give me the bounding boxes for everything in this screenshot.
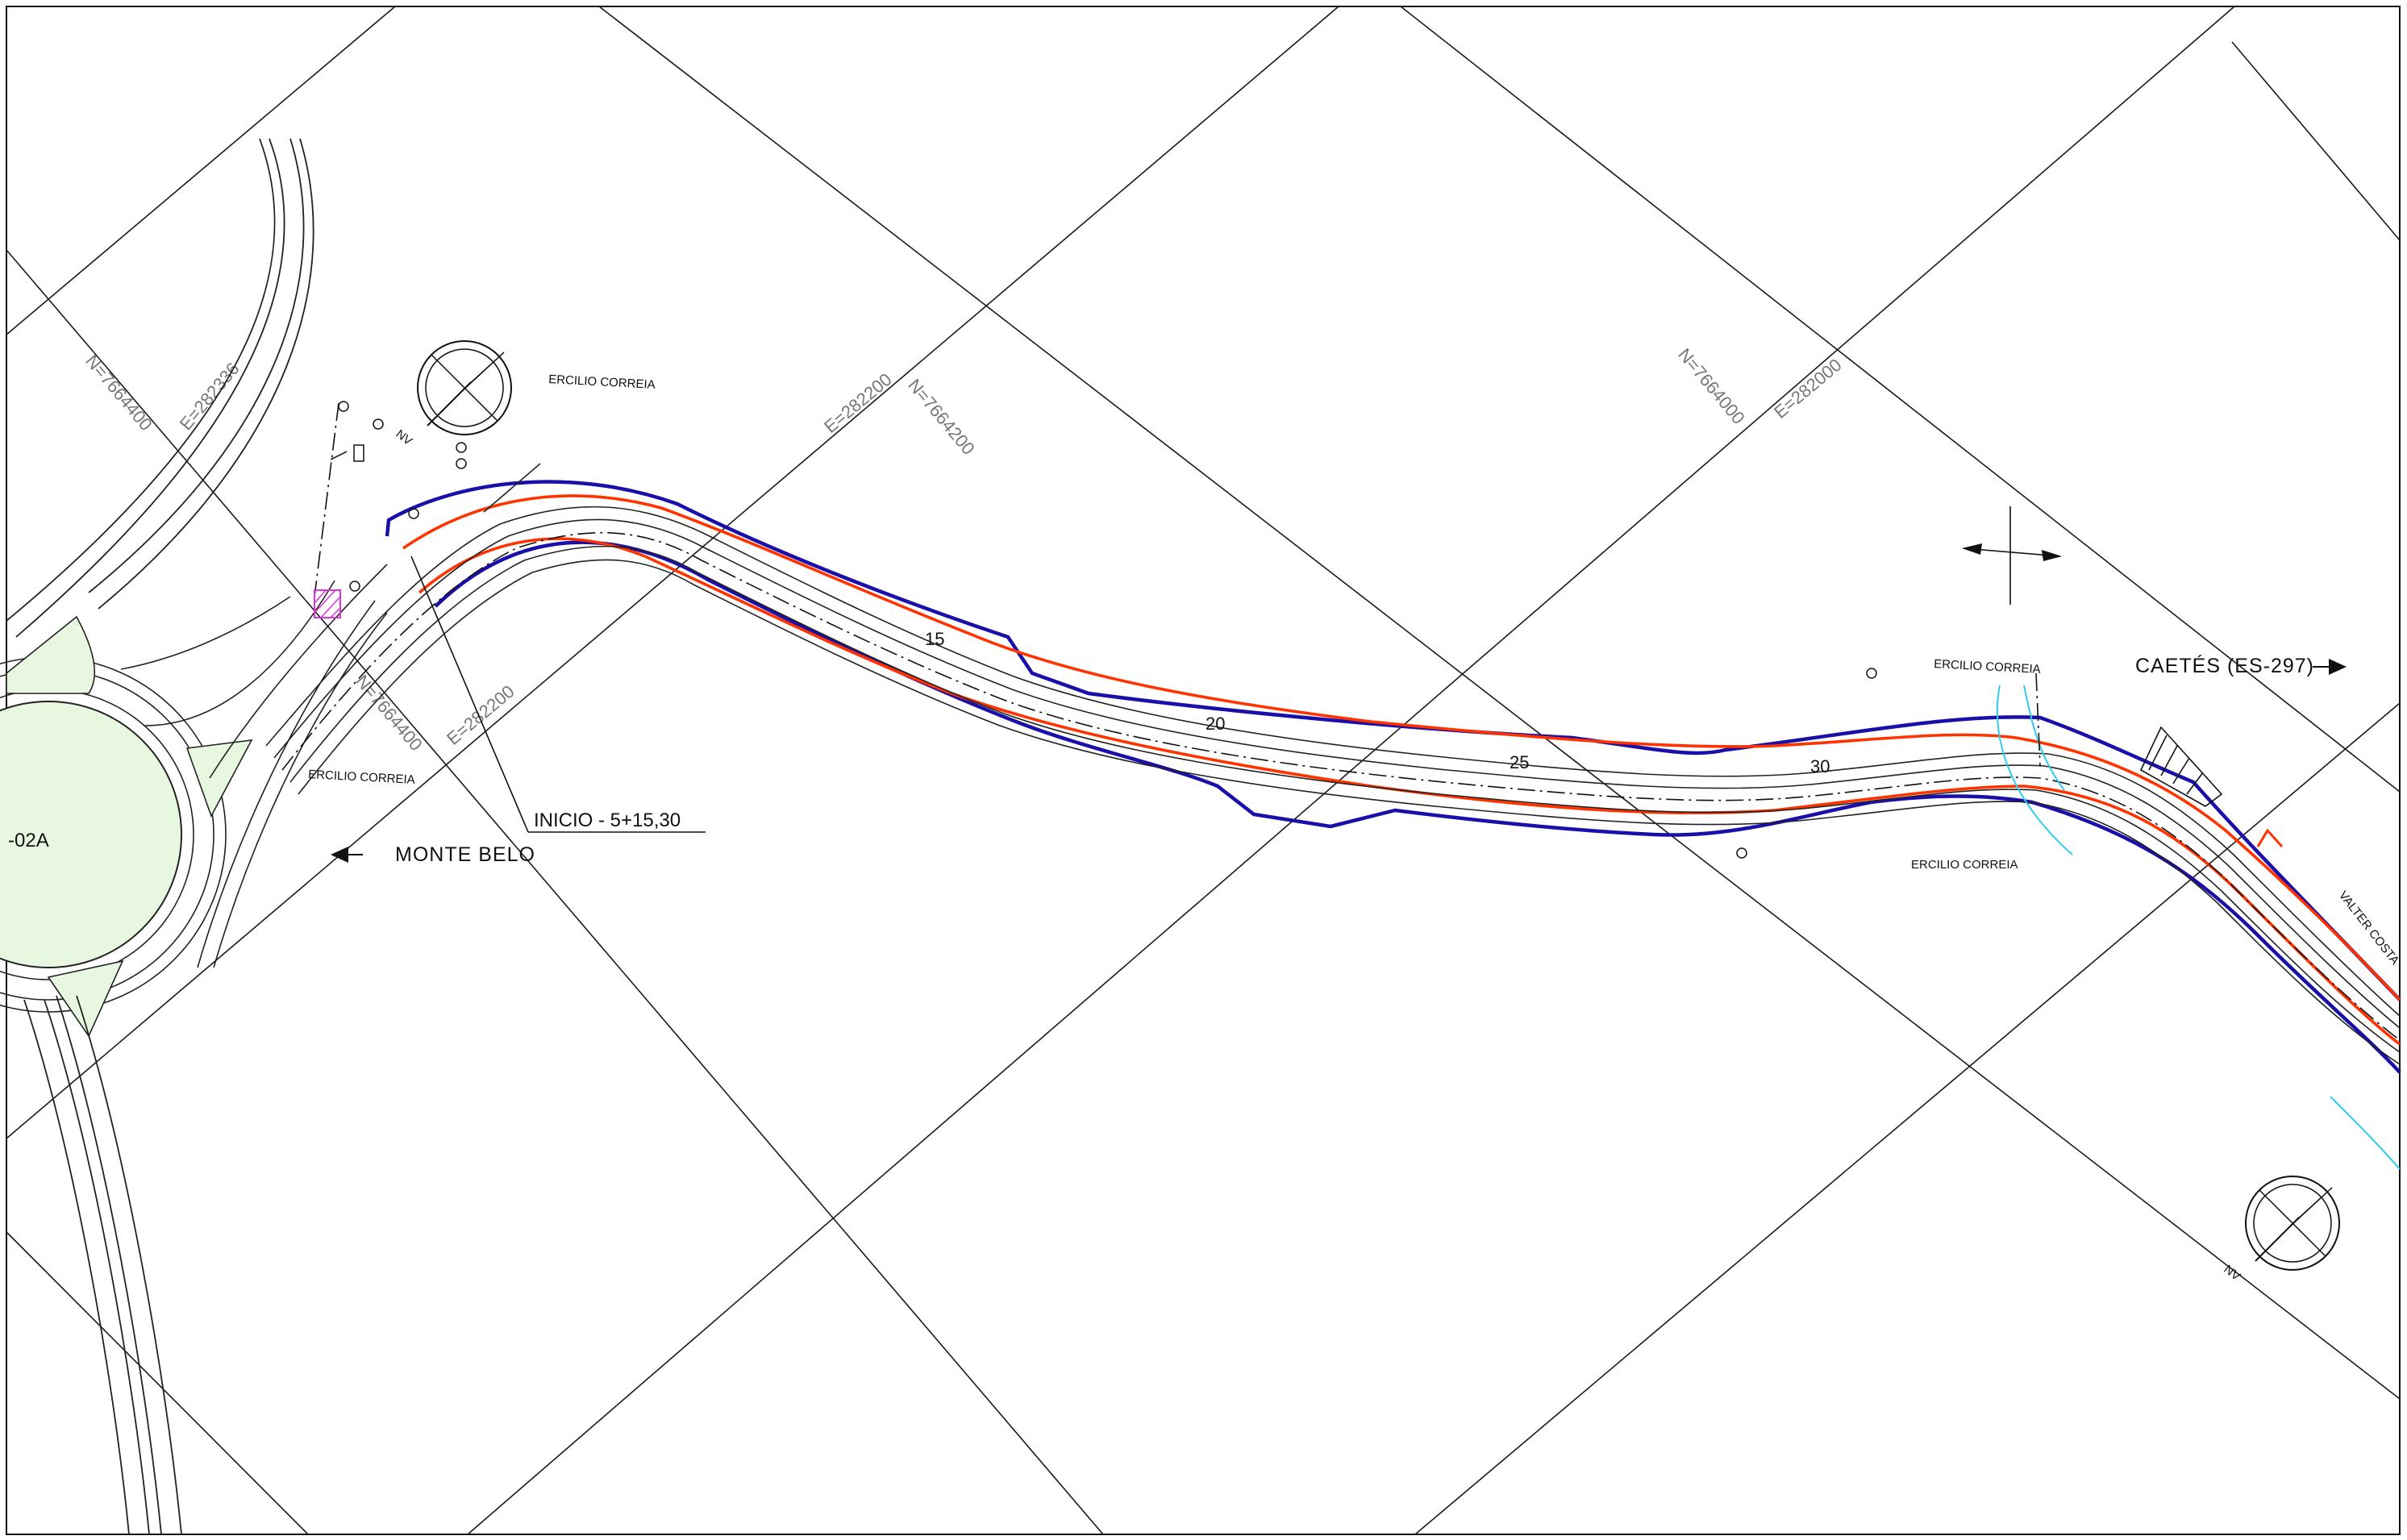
arrow-right-icon <box>2329 659 2347 675</box>
coord-label: E=282000 <box>1770 355 1845 422</box>
tree-icon <box>349 581 360 592</box>
coord-label: N=7664000 <box>1674 344 1749 428</box>
survey-marker <box>314 589 341 618</box>
tree-icon <box>338 401 349 412</box>
owner-label: ERCILIO CORREIA <box>1934 657 2041 676</box>
north-arrow-right: NV <box>2222 1176 2340 1284</box>
right-of-way-south <box>434 540 2401 1074</box>
station-label: 25 <box>1510 752 1529 772</box>
roadway <box>265 402 2401 1170</box>
direction-right-label: CAETÉS (ES-297) <box>2135 654 2314 677</box>
direction-left: MONTE BELO <box>331 843 535 866</box>
offset-south <box>418 537 2401 1046</box>
owner-label: ERCILIO CORREIA <box>1911 858 2018 872</box>
station-labels: 15 20 25 30 <box>925 629 1830 776</box>
building-icon <box>353 444 364 462</box>
coord-label: N=7664400 <box>81 351 156 435</box>
interchange: -02A <box>0 138 388 1535</box>
offset-north <box>402 494 2401 1001</box>
coord-label: N=7664400 <box>352 671 427 755</box>
owner-label: ERCILIO CORREIA <box>548 373 656 392</box>
start-label: INICIO - 5+15,30 <box>534 810 681 831</box>
cross-section-icon <box>1962 506 2062 605</box>
coordinate-grid <box>6 6 2401 1535</box>
north-arrow-icon <box>2245 1176 2340 1271</box>
interchange-label: -02A <box>8 830 49 851</box>
north-label: NV <box>394 427 415 448</box>
coord-label: N=7664200 <box>904 375 979 459</box>
north-arrow-icon <box>417 340 512 435</box>
tree-icon <box>1866 668 1877 679</box>
station-label: 20 <box>1206 714 1225 734</box>
station-label: 30 <box>1810 756 1830 776</box>
stream <box>1996 685 2073 855</box>
owner-label: ERCILIO CORREIA <box>308 768 415 787</box>
direction-right: CAETÉS (ES-297) <box>2135 654 2347 677</box>
direction-left-label: MONTE BELO <box>395 843 535 866</box>
station-label: 15 <box>925 629 944 649</box>
right-of-way-north <box>385 480 2401 1001</box>
tree-icon <box>456 458 467 469</box>
coord-label: E=282200 <box>443 681 518 749</box>
trees <box>338 401 1877 859</box>
tree-icon <box>1736 847 1747 859</box>
north-label: NV <box>2222 1263 2243 1284</box>
owner-label: VALTER COSTA <box>2336 889 2402 968</box>
roundabout <box>0 701 182 968</box>
tree-icon <box>408 508 419 519</box>
culvert <box>2139 726 2284 848</box>
coord-label: E=282200 <box>820 369 895 437</box>
start-marker: INICIO - 5+15,30 <box>314 556 706 833</box>
north-arrow-left: NV <box>394 340 512 448</box>
tree-icon <box>456 442 467 453</box>
owner-labels: ERCILIO CORREIA ERCILIO CORREIA ERCILIO … <box>308 373 2402 968</box>
tree-icon <box>373 418 384 430</box>
arrow-left-icon <box>331 847 348 863</box>
